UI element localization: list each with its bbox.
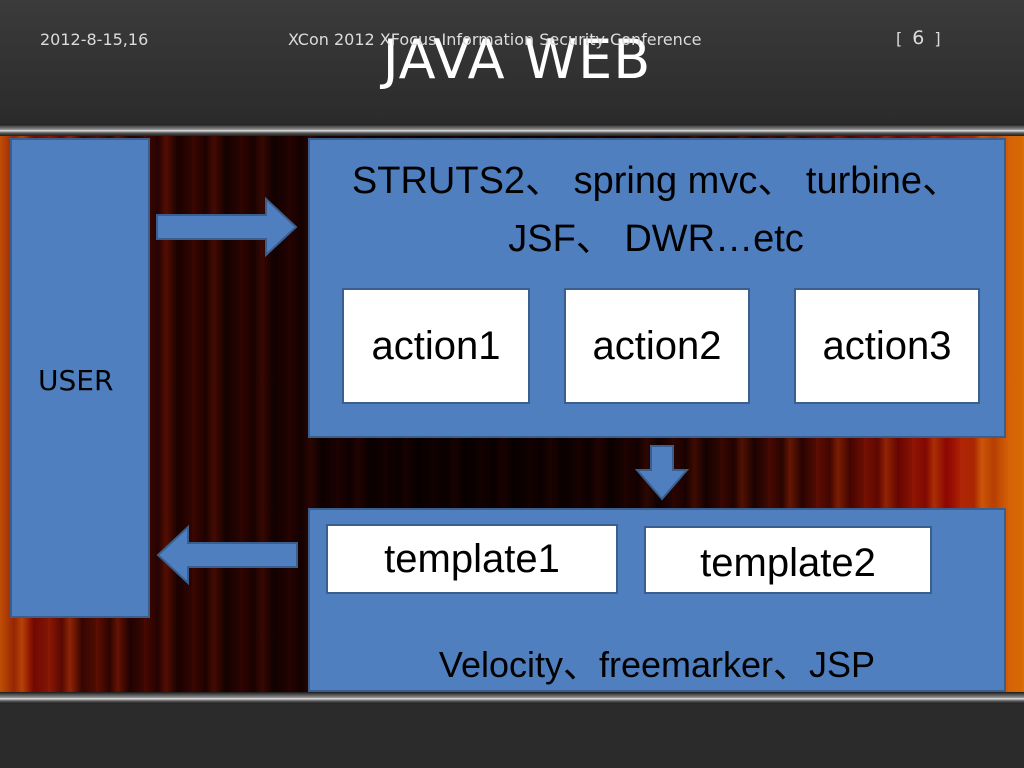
page-indicator: [6] (896, 27, 941, 49)
action3-box: action3 (794, 288, 980, 404)
slide-header (0, 0, 1024, 128)
slide-footer (0, 704, 1024, 768)
page-bracket-open: [ (896, 29, 903, 48)
arrow-right-icon (156, 196, 298, 258)
arrow-left-icon (156, 524, 298, 586)
template2-box: template2 (644, 526, 932, 594)
slide-title: JAVA WEB (382, 28, 652, 91)
footer-divider (0, 692, 1024, 704)
arrow-down-icon (634, 445, 690, 501)
template-engines-caption: Velocity、freemarker、JSP (438, 644, 876, 685)
page-bracket-close: ] (934, 29, 941, 48)
action1-box: action1 (342, 288, 530, 404)
header-divider (0, 124, 1024, 136)
footer-date: 2012-8-15,16 (40, 30, 149, 49)
framework-caption: STRUTS2、 spring mvc、 turbine、 JSF、 DWR…e… (298, 152, 1014, 268)
framework-caption-line2: JSF、 DWR…etc (508, 218, 804, 260)
user-label: USER (38, 364, 114, 397)
footer-conference: XCon 2012 XFocus Information Security Co… (288, 30, 702, 49)
framework-caption-line1: STRUTS2、 spring mvc、 turbine、 (351, 160, 961, 202)
template1-box: template1 (326, 524, 618, 594)
user-box (10, 138, 150, 618)
page-number: 6 (912, 27, 925, 49)
action2-box: action2 (564, 288, 750, 404)
